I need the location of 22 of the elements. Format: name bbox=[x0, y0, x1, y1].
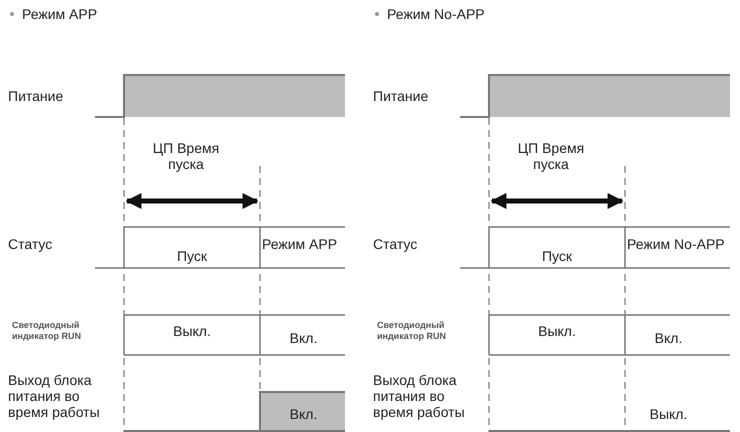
state-label: Режим APP bbox=[262, 236, 338, 252]
state-label: Вкл. bbox=[288, 330, 318, 346]
state-label: Режим No-APP bbox=[627, 236, 726, 252]
state-label: Пуск bbox=[540, 248, 574, 264]
signal-label: Выход блока питания во время работы bbox=[373, 372, 466, 420]
state-label: Выкл. bbox=[648, 406, 688, 422]
state-label: Выкл. bbox=[172, 323, 212, 339]
mode-heading: Режим No-APP bbox=[387, 6, 486, 22]
signal-label: Питание bbox=[8, 88, 64, 104]
state-label: Пуск bbox=[176, 248, 208, 264]
mode-heading: Режим APP bbox=[22, 6, 98, 22]
state-label: Вкл. bbox=[654, 330, 684, 346]
signal-label: Светодиодный индикатор RUN bbox=[377, 320, 448, 342]
signal-label: Питание bbox=[373, 88, 430, 104]
duration-label: ЦП Время пуска bbox=[152, 140, 220, 172]
state-label: Выкл. bbox=[537, 323, 577, 339]
signal-label: Светодиодный индикатор RUN bbox=[12, 320, 82, 342]
signal-label: Статус bbox=[373, 236, 418, 252]
state-label: Вкл. bbox=[288, 406, 318, 422]
signal-label: Статус bbox=[8, 236, 54, 252]
duration-label: ЦП Время пуска bbox=[516, 140, 586, 172]
signal-label: Выход блока питания во время работы bbox=[8, 372, 101, 420]
